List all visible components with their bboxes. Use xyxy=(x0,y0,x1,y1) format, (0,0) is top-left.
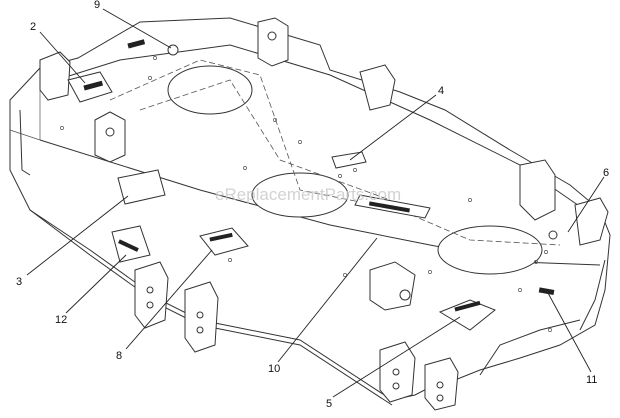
callout-11: 11 xyxy=(586,374,597,386)
mounting-brackets xyxy=(39,17,609,311)
callout-10: 10 xyxy=(268,363,280,375)
belt-path-2 xyxy=(139,79,391,201)
bolt-holes xyxy=(60,56,552,332)
callout-12: 12 xyxy=(55,314,67,326)
watermark: eReplacementParts.com xyxy=(215,185,401,204)
callout-6: 6 xyxy=(603,167,609,179)
belt-path xyxy=(109,59,561,246)
decals xyxy=(67,39,558,331)
callout-2: 2 xyxy=(30,21,36,33)
callout-8: 8 xyxy=(116,350,122,362)
callout-5: 5 xyxy=(326,398,332,410)
callout-leaders xyxy=(26,8,605,398)
callout-3: 3 xyxy=(16,276,22,288)
callout-4: 4 xyxy=(438,85,444,97)
caster-arms xyxy=(134,261,459,411)
callout-9: 9 xyxy=(94,0,100,11)
blade-openings xyxy=(167,65,543,275)
